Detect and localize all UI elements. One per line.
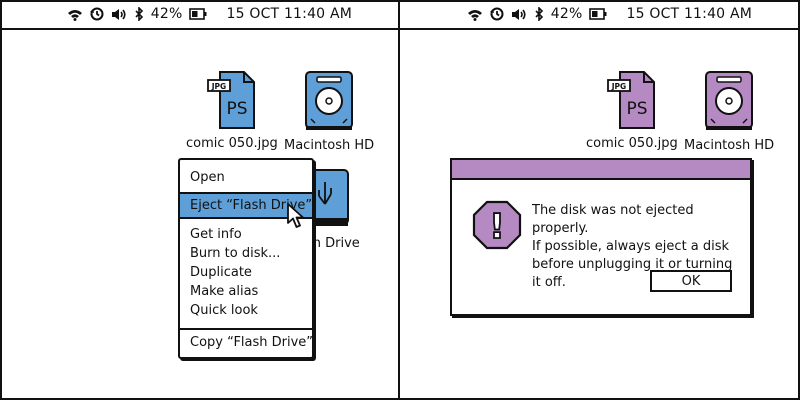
right-panel: 42% 15 OCT 11:40 AM JPG PS comic 050.jpg… — [400, 0, 798, 396]
jpg-file-icon: JPG PS — [606, 71, 655, 129]
desktop-file-comic[interactable]: JPG PS comic 050.jpg — [186, 70, 278, 151]
history-icon[interactable] — [89, 7, 104, 21]
svg-text:PS: PS — [226, 99, 247, 119]
svg-text:JPG: JPG — [211, 82, 226, 91]
dialog-message-line: The disk was not ejected properly. — [532, 203, 694, 236]
menu-group: Get info Burn to disk... Duplicate Make … — [180, 219, 312, 328]
desktop-file-label: comic 050.jpg — [586, 136, 678, 151]
menu-item-get-info[interactable]: Get info — [190, 227, 242, 242]
jpg-file-icon: JPG PS — [206, 71, 255, 129]
dialog-message-line: it off. — [532, 275, 566, 290]
bluetooth-icon[interactable] — [534, 7, 544, 21]
clock[interactable]: 15 OCT 11:40 AM — [626, 6, 752, 22]
menu-item-quick-look[interactable]: Quick look — [190, 303, 258, 318]
history-icon[interactable] — [489, 7, 504, 21]
menu-item-open[interactable]: Open — [190, 170, 225, 185]
battery-icon[interactable] — [589, 8, 607, 20]
ok-button[interactable]: OK — [650, 270, 732, 292]
volume-icon[interactable] — [511, 8, 527, 21]
panel-divider — [398, 0, 400, 400]
menu-separator — [180, 328, 312, 330]
menu-item-make-alias[interactable]: Make alias — [190, 284, 259, 299]
warning-icon: ! — [472, 200, 522, 250]
menu-item-duplicate[interactable]: Duplicate — [190, 265, 252, 280]
menu-item-burn-to-disk[interactable]: Burn to disk... — [190, 246, 281, 261]
desktop-drive-label: Macintosh HD — [284, 138, 375, 153]
desktop-drive-label: sh Drive — [306, 236, 360, 251]
desktop-drive-macintosh-hd[interactable]: Macintosh HD — [684, 70, 774, 153]
volume-icon[interactable] — [111, 8, 127, 21]
left-panel: 42% 15 OCT 11:40 AM JPG PS comic 050.jpg… — [0, 0, 398, 396]
battery-percent: 42% — [150, 6, 183, 22]
dialog-message: The disk was not ejected properly. If po… — [532, 202, 742, 292]
dialog-message-line: If possible, always eject a disk — [532, 239, 730, 254]
alert-dialog: ! The disk was not ejected properly. If … — [450, 158, 752, 316]
desktop-file-label: comic 050.jpg — [186, 136, 278, 151]
clock[interactable]: 15 OCT 11:40 AM — [226, 6, 352, 22]
dialog-titlebar[interactable] — [452, 160, 750, 180]
battery-percent: 42% — [550, 6, 583, 22]
bluetooth-icon[interactable] — [134, 7, 144, 21]
wifi-icon[interactable] — [67, 8, 83, 21]
desktop-file-comic[interactable]: JPG PS comic 050.jpg — [586, 70, 678, 151]
mouse-pointer-icon — [287, 203, 304, 228]
dialog-message-line: before unplugging it or turning — [532, 257, 733, 272]
svg-text:PS: PS — [626, 99, 647, 119]
battery-icon[interactable] — [189, 8, 207, 20]
hard-drive-icon — [705, 71, 754, 130]
desktop-drive-macintosh-hd[interactable]: Macintosh HD — [284, 70, 374, 153]
menu-bar: 42% 15 OCT 11:40 AM — [0, 0, 398, 30]
svg-text:JPG: JPG — [611, 82, 626, 91]
dialog-body: ! The disk was not ejected properly. If … — [452, 180, 750, 314]
menu-bar: 42% 15 OCT 11:40 AM — [400, 0, 798, 30]
menu-item-copy[interactable]: Copy “Flash Drive” — [190, 335, 314, 350]
wifi-icon[interactable] — [467, 8, 483, 21]
hard-drive-icon — [305, 71, 354, 130]
svg-text:!: ! — [489, 207, 505, 247]
context-menu: Open Eject “Flash Drive” Get info Burn t… — [178, 158, 314, 359]
desktop-drive-label: Macintosh HD — [684, 138, 775, 153]
